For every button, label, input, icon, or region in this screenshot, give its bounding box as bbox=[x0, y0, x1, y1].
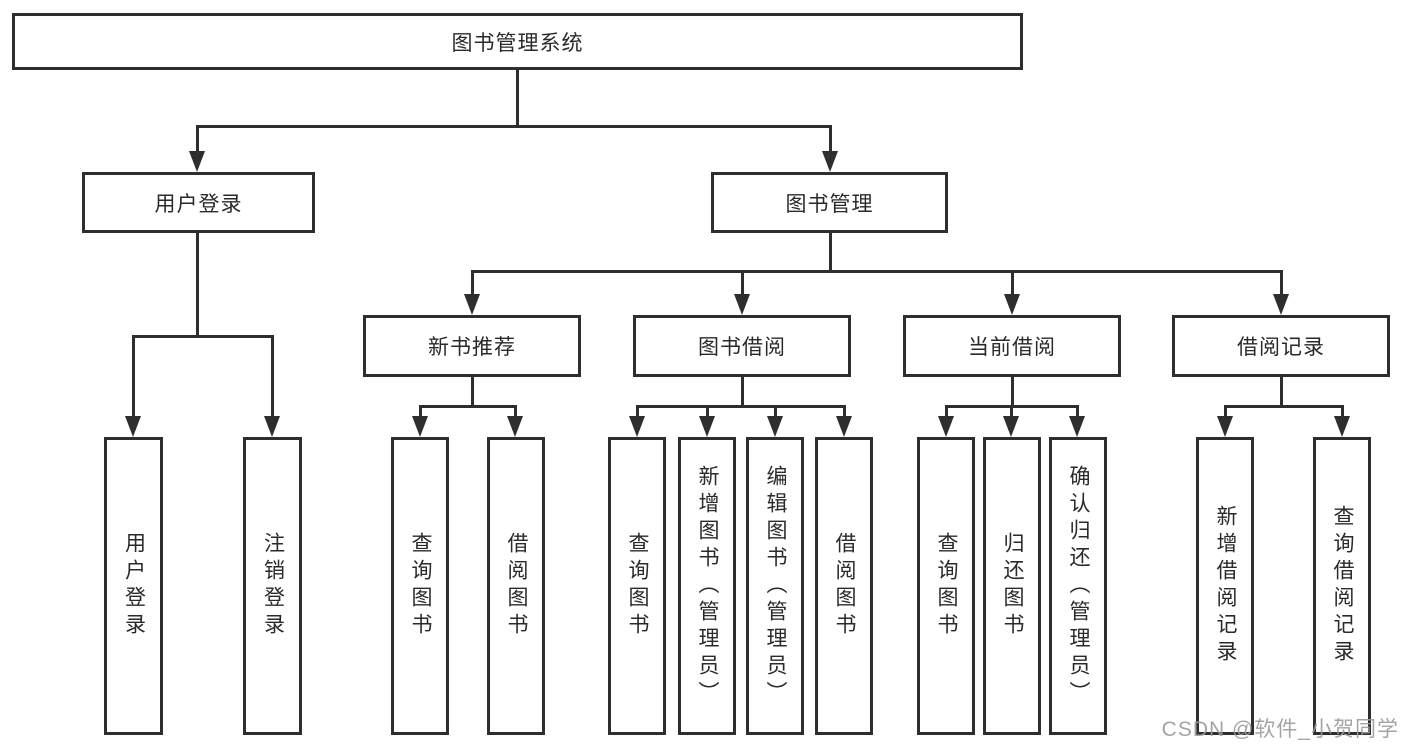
node-user-login-label: 用户登录 bbox=[154, 192, 243, 216]
node-book-borrow: 图书借阅 bbox=[633, 315, 851, 377]
leaf-current-query-book: 查询图书 bbox=[917, 437, 975, 735]
arrow-down-icon bbox=[1273, 294, 1289, 315]
node-user-login: 用户登录 bbox=[82, 172, 315, 233]
connector-drop bbox=[945, 405, 948, 417]
connector-book-borrow-stub bbox=[741, 377, 744, 408]
node-borrow-record: 借阅记录 bbox=[1172, 315, 1390, 377]
connector-drop bbox=[706, 405, 709, 417]
leaf-edit-book-admin: 编辑图书（管理员） bbox=[746, 437, 804, 735]
leaf-newbook-borrow-book: 借阅图书 bbox=[487, 437, 545, 735]
connector-drop-book-borrow bbox=[741, 270, 744, 295]
arrow-down-icon bbox=[125, 416, 141, 437]
connector-drop-current-borrow bbox=[1011, 270, 1014, 295]
connector-user-login-stub bbox=[196, 233, 199, 338]
leaf-borrow-borrow-book-label: 借阅图书 bbox=[833, 532, 856, 640]
arrow-down-icon bbox=[1334, 416, 1350, 437]
arrow-down-icon bbox=[1069, 416, 1085, 437]
connector-book-management-stub bbox=[829, 233, 832, 273]
leaf-user-login-label: 用户登录 bbox=[122, 532, 146, 640]
connector-drop-user-login bbox=[196, 125, 199, 152]
leaf-user-login: 用户登录 bbox=[104, 437, 163, 735]
leaf-query-borrow-record-label: 查询借阅记录 bbox=[1331, 505, 1354, 667]
connector-drop-leaf-user-login bbox=[132, 335, 135, 417]
connector-drop-borrow-record bbox=[1280, 270, 1283, 295]
node-book-management-label: 图书管理 bbox=[785, 192, 874, 216]
arrow-down-icon bbox=[836, 416, 852, 437]
leaf-confirm-return-admin: 确认归还（管理员） bbox=[1049, 437, 1107, 735]
leaf-newbook-borrow-book-label: 借阅图书 bbox=[505, 532, 528, 640]
connector-drop bbox=[1010, 405, 1013, 417]
leaf-borrow-borrow-book: 借阅图书 bbox=[815, 437, 873, 735]
leaf-add-borrow-record-label: 新增借阅记录 bbox=[1214, 505, 1237, 667]
leaf-add-book-admin: 新增图书（管理员） bbox=[678, 437, 736, 735]
leaf-borrow-query-book: 查询图书 bbox=[608, 437, 666, 735]
leaf-logout-label: 注销登录 bbox=[261, 532, 285, 640]
connector-new-book-stub bbox=[471, 377, 474, 408]
arrow-down-icon bbox=[507, 416, 523, 437]
connector-user-login-bar bbox=[132, 335, 274, 338]
leaf-query-borrow-record: 查询借阅记录 bbox=[1313, 437, 1371, 735]
arrow-down-icon bbox=[822, 151, 838, 172]
leaf-logout: 注销登录 bbox=[243, 437, 302, 735]
arrow-down-icon bbox=[264, 416, 280, 437]
node-book-management: 图书管理 bbox=[711, 172, 948, 233]
connector-drop bbox=[774, 405, 777, 417]
arrow-down-icon bbox=[412, 416, 428, 437]
connector-drop bbox=[1076, 405, 1079, 417]
connector-borrow-record-stub bbox=[1280, 377, 1283, 408]
leaf-return-book-label: 归还图书 bbox=[1001, 532, 1024, 640]
arrow-down-icon bbox=[464, 294, 480, 315]
connector-drop-leaf-logout bbox=[271, 335, 274, 417]
watermark: CSDN @软件_小贺同学 bbox=[1161, 718, 1399, 741]
leaf-newbook-query-book: 查询图书 bbox=[391, 437, 449, 735]
leaf-add-book-admin-label: 新增图书（管理员） bbox=[696, 464, 719, 708]
node-new-book-recommend-label: 新书推荐 bbox=[428, 336, 516, 359]
arrow-down-icon bbox=[629, 416, 645, 437]
leaf-add-borrow-record: 新增借阅记录 bbox=[1196, 437, 1254, 735]
arrow-down-icon bbox=[734, 294, 750, 315]
node-library-system: 图书管理系统 bbox=[12, 13, 1023, 70]
node-library-system-label: 图书管理系统 bbox=[451, 31, 584, 55]
connector-drop-new-book bbox=[471, 270, 474, 295]
connector-drop-book-management bbox=[829, 125, 832, 152]
node-borrow-record-label: 借阅记录 bbox=[1237, 336, 1325, 359]
node-current-borrow: 当前借阅 bbox=[903, 315, 1121, 377]
leaf-borrow-query-book-label: 查询图书 bbox=[626, 532, 649, 640]
arrow-down-icon bbox=[938, 416, 954, 437]
connector-root-stub bbox=[516, 69, 519, 128]
connector-drop bbox=[843, 405, 846, 417]
connector-drop bbox=[1341, 405, 1344, 417]
connector-drop bbox=[636, 405, 639, 417]
leaf-current-query-book-label: 查询图书 bbox=[935, 532, 958, 640]
connector-root-bar bbox=[196, 125, 832, 128]
leaf-edit-book-admin-label: 编辑图书（管理员） bbox=[764, 464, 787, 708]
connector-book-management-bar bbox=[471, 270, 1283, 273]
leaf-newbook-query-book-label: 查询图书 bbox=[409, 532, 432, 640]
arrow-down-icon bbox=[189, 151, 205, 172]
arrow-down-icon bbox=[1003, 416, 1019, 437]
connector-current-borrow-stub bbox=[1011, 377, 1014, 408]
arrow-down-icon bbox=[1004, 294, 1020, 315]
connector-borrow-record-bar bbox=[1224, 405, 1343, 408]
node-book-borrow-label: 图书借阅 bbox=[698, 336, 786, 359]
node-new-book-recommend: 新书推荐 bbox=[363, 315, 581, 377]
connector-new-book-bar bbox=[419, 405, 517, 408]
leaf-return-book: 归还图书 bbox=[983, 437, 1041, 735]
arrow-down-icon bbox=[699, 416, 715, 437]
arrow-down-icon bbox=[767, 416, 783, 437]
connector-book-borrow-bar bbox=[636, 405, 845, 408]
connector-drop bbox=[419, 405, 422, 417]
connector-drop bbox=[514, 405, 517, 417]
node-current-borrow-label: 当前借阅 bbox=[968, 336, 1056, 359]
arrow-down-icon bbox=[1217, 416, 1233, 437]
leaf-confirm-return-admin-label: 确认归还（管理员） bbox=[1067, 464, 1090, 708]
connector-drop bbox=[1224, 405, 1227, 417]
